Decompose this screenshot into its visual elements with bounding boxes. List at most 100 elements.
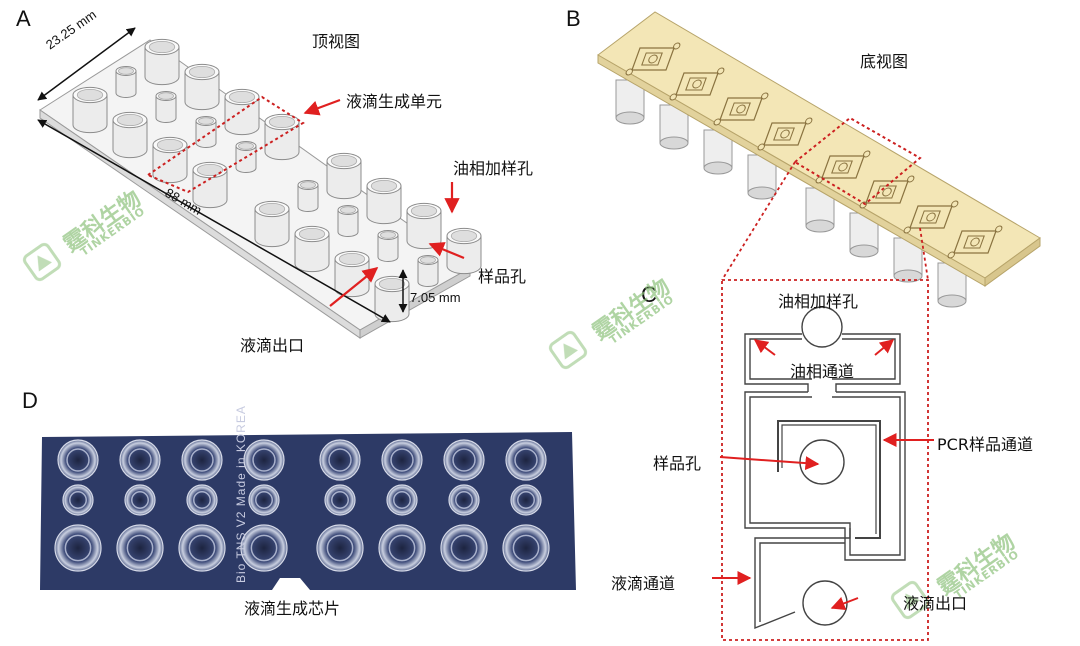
well [115, 66, 137, 98]
channel-unit [815, 150, 871, 184]
watermark-group [22, 242, 930, 620]
droplet-outlet-arrow [830, 596, 859, 611]
well [326, 152, 362, 200]
pcr-channel-label: PCR样品通道 [937, 435, 1033, 454]
channel-unit [903, 200, 959, 234]
watermark-emblem [890, 580, 930, 620]
photo-well [243, 439, 285, 481]
oil-channel-label: 油相通道 [790, 362, 855, 381]
sample-well-label: 样品孔 [653, 454, 702, 473]
well [112, 111, 148, 159]
photo-well [319, 439, 361, 481]
zoom-line-right [919, 227, 929, 281]
channel-unit [757, 117, 813, 151]
unit-callout-label: 液滴生成单元 [346, 92, 443, 111]
channel-unit [669, 67, 725, 101]
panel-d-letter: D [22, 388, 38, 413]
zoom-frame [721, 279, 929, 641]
photo-well [181, 439, 223, 481]
well [72, 86, 108, 134]
photo-well [505, 439, 547, 481]
well [337, 205, 359, 237]
photo-well [57, 439, 99, 481]
panel-d [40, 432, 576, 590]
photo-well [62, 484, 94, 516]
photo-well [124, 484, 156, 516]
sample-arrow [428, 242, 465, 260]
well [294, 225, 330, 273]
well [377, 230, 399, 262]
oil-channel-arrow-left [753, 339, 776, 356]
photo-well [443, 439, 485, 481]
photo-well [54, 524, 102, 572]
width-dimension-line [37, 27, 136, 101]
photo-well [248, 484, 280, 516]
droplet-channel-label: 液滴通道 [611, 574, 676, 593]
top-view-label: 顶视图 [312, 32, 361, 51]
sample-well [799, 439, 845, 485]
panel-b-letter: B [566, 6, 581, 31]
stub-well [893, 237, 923, 283]
outlet-arrow [329, 267, 379, 307]
photo-well [316, 524, 364, 572]
panel-a-letter: A [16, 6, 31, 31]
channel-unit [713, 92, 769, 126]
length-dimension-line [37, 119, 391, 323]
unit-arrow [303, 98, 341, 116]
panel-c [712, 279, 934, 641]
photo-well [386, 484, 418, 516]
oil-callout-label: 油相加样孔 [453, 159, 534, 178]
well [224, 88, 260, 136]
watermark-emblem [548, 330, 588, 370]
well [366, 177, 402, 225]
well [374, 275, 410, 323]
well [334, 250, 370, 298]
photo-well [378, 524, 426, 572]
photo-well-array [54, 439, 550, 572]
well [417, 255, 439, 287]
chip-photo [40, 432, 576, 590]
unit-schematic [744, 306, 906, 630]
photo-well [116, 524, 164, 572]
sample-callout-label: 样品孔 [478, 267, 527, 286]
zoom-box [793, 116, 922, 206]
chip-3d-bottom-view [597, 11, 1041, 308]
photo-well [178, 524, 226, 572]
well [254, 200, 290, 248]
well [406, 202, 442, 250]
channel-unit [625, 42, 681, 76]
photo-well [440, 524, 488, 572]
watermark-emblem [22, 242, 62, 282]
channel-unit [947, 225, 1003, 259]
height-dimension-label: 7.05 mm [410, 290, 461, 305]
photo-well [381, 439, 423, 481]
well [144, 38, 180, 86]
photo-well [502, 524, 550, 572]
panel-a [37, 27, 482, 339]
well [195, 116, 217, 148]
channel-pattern [625, 42, 1003, 259]
chip-engraving: Bio TNS V2 Made in KOREA [234, 405, 248, 583]
photo-well [448, 484, 480, 516]
oil-inlet-well [801, 306, 843, 348]
photo-well [186, 484, 218, 516]
panel-c-letter: C [641, 282, 657, 307]
outlet-callout-label: 液滴出口 [240, 336, 305, 355]
stub-well [703, 129, 733, 175]
photo-well [510, 484, 542, 516]
oil-inlet-label: 油相加样孔 [778, 292, 859, 311]
well [264, 113, 300, 161]
stub-well [937, 262, 967, 308]
bottom-view-label: 底视图 [860, 52, 909, 71]
panel-b [597, 11, 1041, 308]
well [297, 180, 319, 212]
photo-well [240, 524, 288, 572]
zoom-line-left [721, 161, 796, 281]
droplet-outlet-well [802, 580, 848, 626]
chip-caption: 液滴生成芯片 [244, 599, 341, 618]
oil-channel-arrow-right [874, 339, 895, 356]
photo-well [324, 484, 356, 516]
droplet-outlet-label: 液滴出口 [903, 594, 968, 613]
sample-well-arrow [719, 456, 820, 471]
